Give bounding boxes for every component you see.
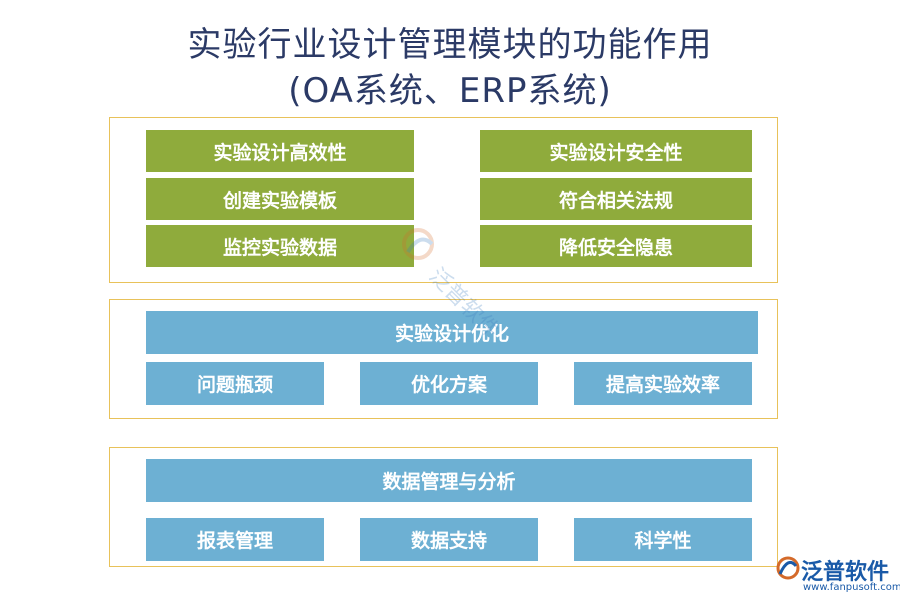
box-create-template: 创建实验模板 [146, 178, 414, 220]
box-design-safety: 实验设计安全性 [480, 130, 752, 172]
box-improve-efficiency: 提高实验效率 [574, 362, 752, 405]
diagram-title: 实验行业设计管理模块的功能作用 [187, 25, 713, 65]
header-data-management: 数据管理与分析 [146, 459, 752, 502]
diagram-subtitle: (OA系统、ERP系统) [288, 71, 612, 111]
header-design-optimization: 实验设计优化 [146, 311, 758, 354]
brand-logo-icon [776, 556, 800, 580]
box-design-efficiency: 实验设计高效性 [146, 130, 414, 172]
box-scientific: 科学性 [574, 518, 752, 561]
box-compliance: 符合相关法规 [480, 178, 752, 220]
box-bottleneck: 问题瓶颈 [146, 362, 324, 405]
box-monitor-data: 监控实验数据 [146, 225, 414, 267]
box-report-management: 报表管理 [146, 518, 324, 561]
box-reduce-risk: 降低安全隐患 [480, 225, 752, 267]
box-data-support: 数据支持 [360, 518, 538, 561]
box-optimization-plan: 优化方案 [360, 362, 538, 405]
brand-logo-name: 泛普软件 [801, 560, 890, 585]
brand-logo-url: www.fanpusoft.com [803, 582, 900, 593]
brand-logo: 泛普软件 www.fanpusoft.com [776, 552, 900, 596]
